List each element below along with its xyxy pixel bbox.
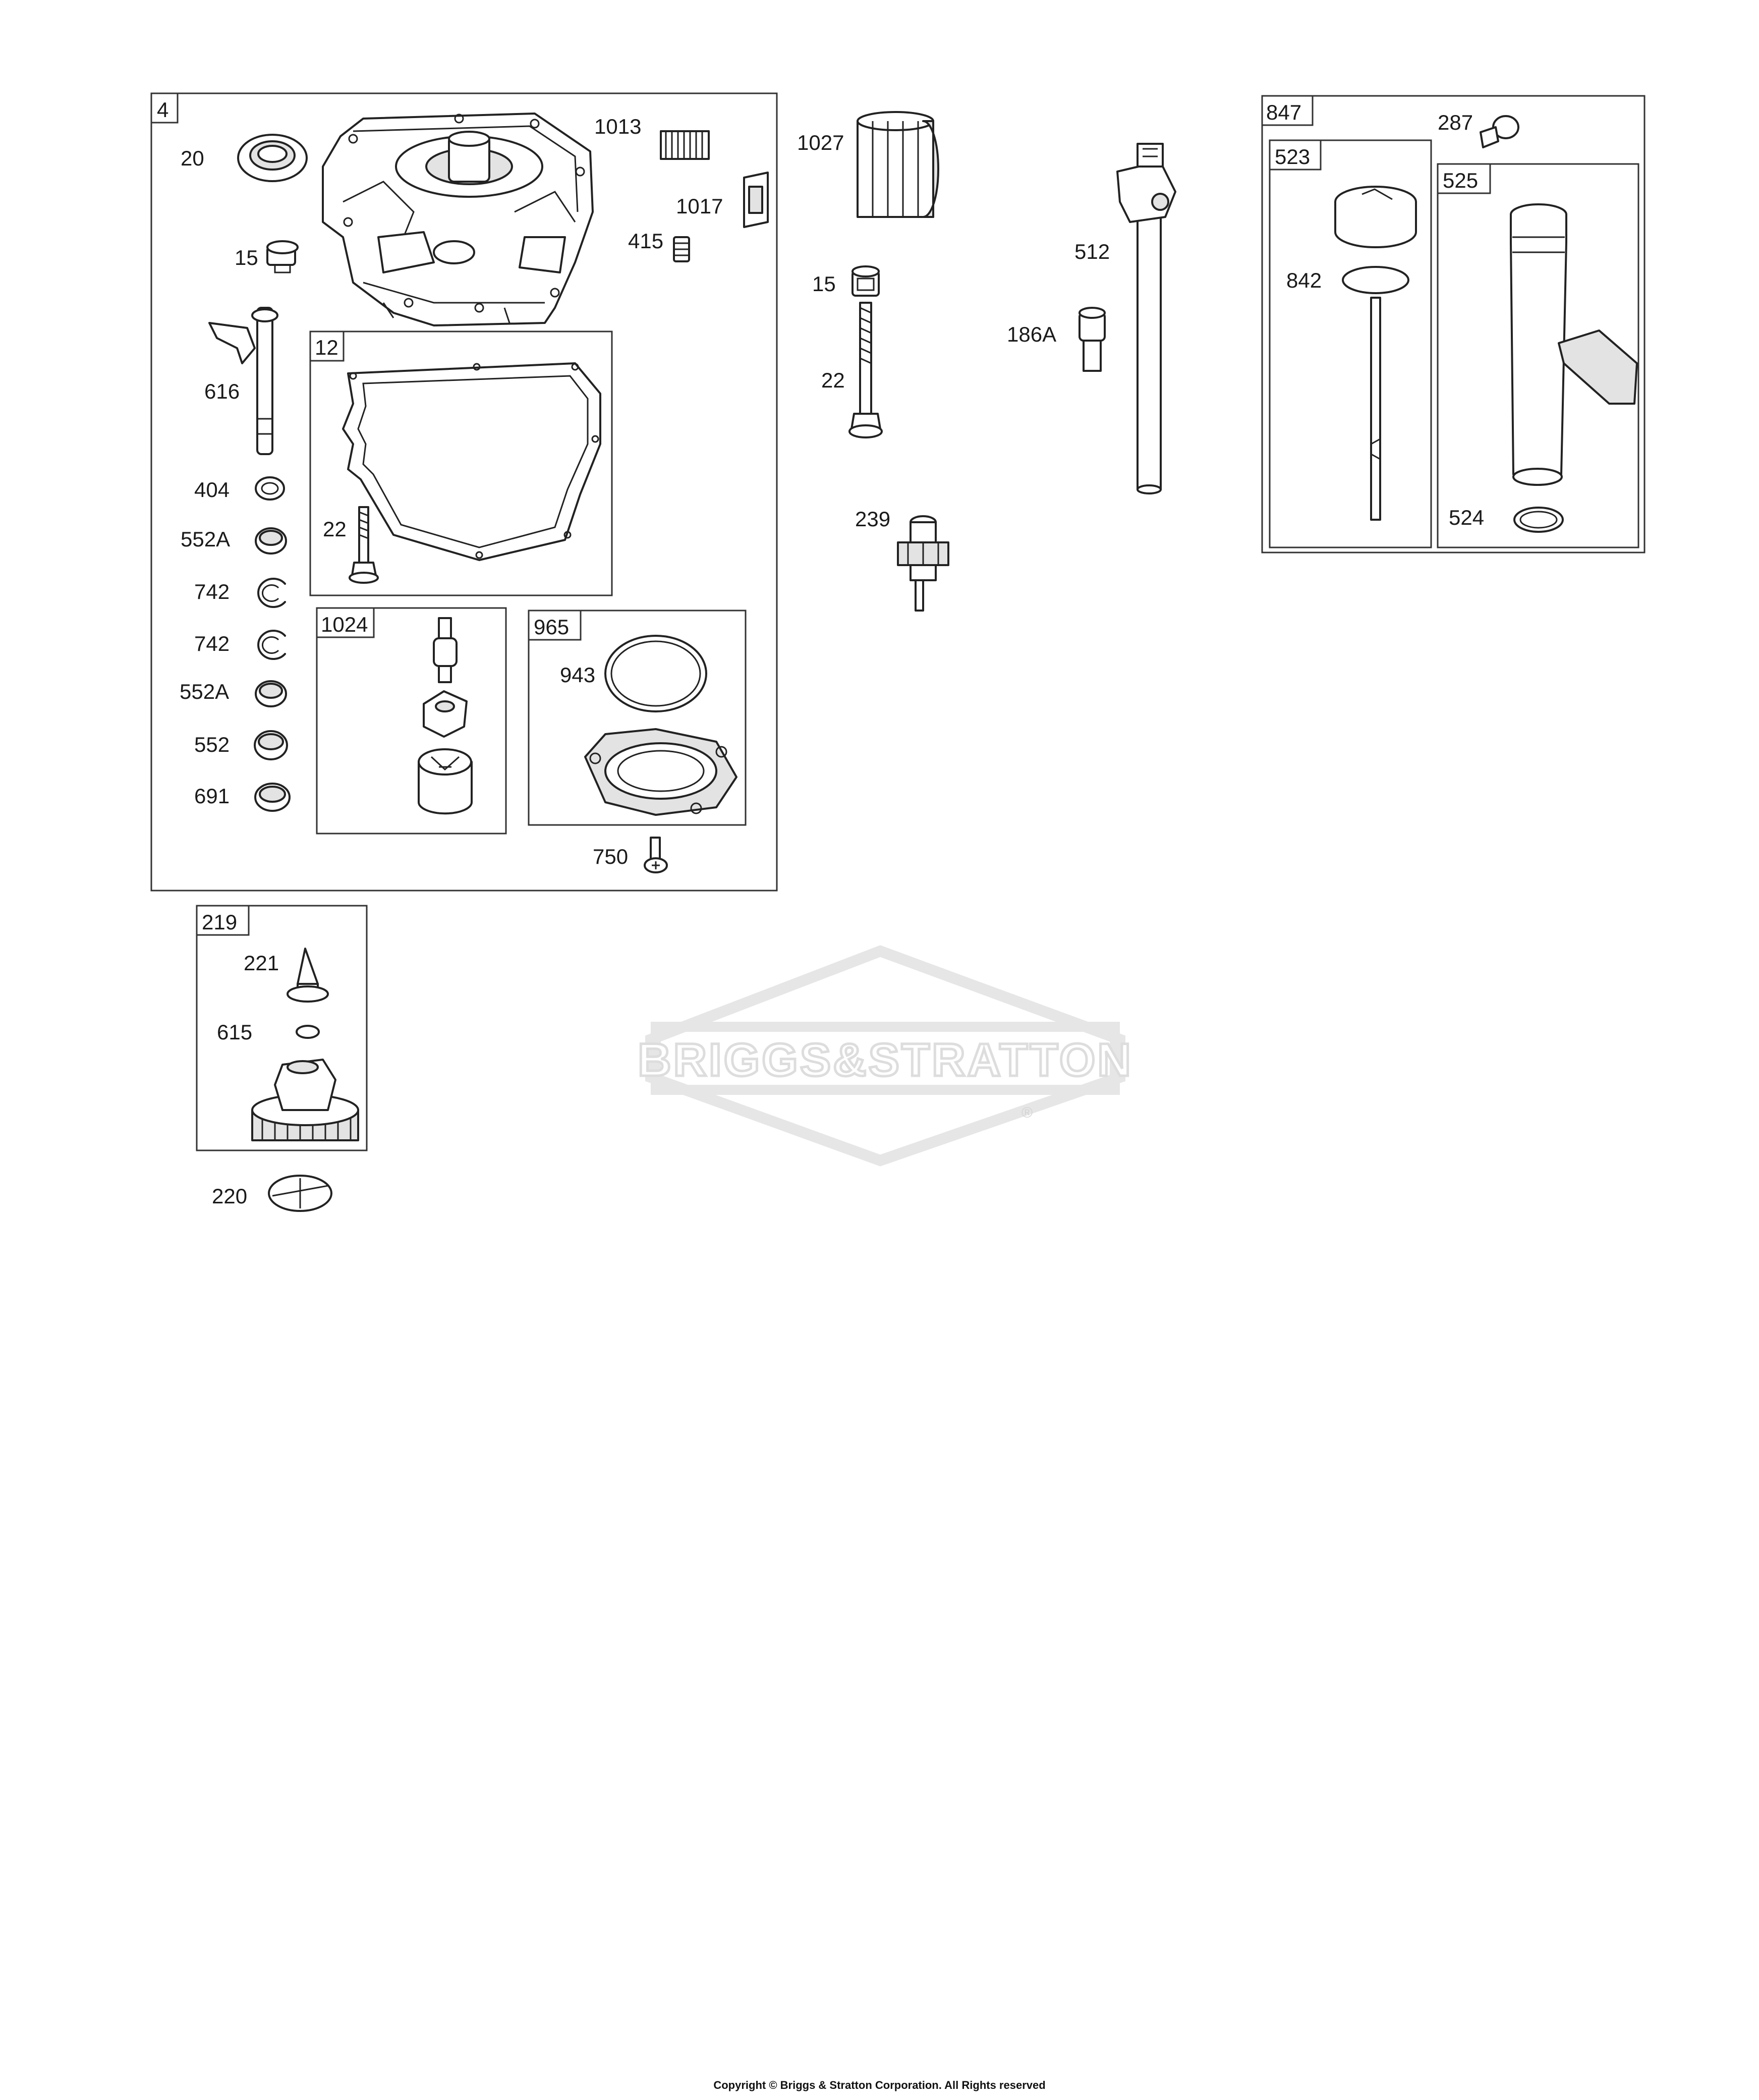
callout-552: 552 — [194, 733, 230, 756]
bolt-part-22-group12[interactable] — [349, 506, 379, 584]
callout-842: 842 — [1286, 268, 1322, 292]
callout-615: 615 — [217, 1020, 252, 1044]
group-847[interactable]: 847 — [1261, 95, 1645, 554]
callout-943: 943 — [560, 663, 595, 687]
brand-watermark: BRIGGS&STRATTON ® — [637, 945, 1133, 1167]
watermark-registered: ® — [1022, 1104, 1033, 1121]
bearing-part-20[interactable] — [237, 134, 308, 182]
callout-287: 287 — [1438, 110, 1473, 134]
callout-15-group4: 15 — [235, 246, 258, 269]
group-525[interactable]: 525 — [1437, 163, 1639, 548]
washer-part-404[interactable] — [255, 476, 285, 501]
sump-housing-illustration[interactable] — [322, 113, 594, 326]
callout-1013: 1013 — [594, 115, 641, 138]
dipstick-part-523[interactable] — [1334, 186, 1417, 521]
copyright-notice: Copyright © Briggs & Stratton Corporatio… — [713, 2079, 1046, 2091]
seal-part-552a-1[interactable] — [255, 527, 287, 555]
callout-415: 415 — [628, 229, 663, 253]
part-415[interactable] — [673, 236, 690, 262]
callout-20: 20 — [181, 146, 204, 170]
callout-552a-2: 552A — [180, 680, 229, 703]
group-4[interactable]: 4 — [150, 92, 778, 892]
callout-1017: 1017 — [676, 194, 723, 218]
group-1024-label: 1024 — [321, 613, 368, 636]
callout-15-loose: 15 — [812, 272, 836, 296]
governor-cup-part-221[interactable] — [287, 948, 329, 1003]
oil-fill-tube-part-525[interactable] — [1510, 203, 1638, 486]
bolt-part-22-loose[interactable] — [848, 302, 883, 438]
callout-1027: 1027 — [797, 131, 844, 154]
oil-pressure-switch-part-239[interactable] — [897, 515, 949, 612]
callout-742-1: 742 — [194, 580, 230, 603]
callout-616: 616 — [204, 379, 240, 403]
part-1017[interactable] — [743, 172, 769, 228]
group-965-label: 965 — [534, 615, 569, 639]
callout-186a: 186A — [1007, 322, 1056, 346]
screw-part-750[interactable] — [644, 837, 668, 873]
o-ring-part-943[interactable] — [604, 635, 707, 712]
governor-gear-illustration[interactable] — [251, 1059, 359, 1141]
screen-part-1013[interactable] — [660, 130, 710, 160]
callout-691: 691 — [194, 784, 230, 808]
governor-shaft-part-616[interactable] — [208, 307, 278, 455]
group-4-label: 4 — [157, 98, 168, 122]
oil-filter-part-1027[interactable] — [857, 111, 939, 218]
callout-750: 750 — [593, 845, 628, 868]
callout-22-loose: 22 — [821, 368, 845, 392]
part-186a[interactable] — [1079, 307, 1106, 372]
callout-404: 404 — [194, 478, 230, 502]
group-219[interactable]: 219 — [196, 905, 368, 1151]
plug-part-15-loose[interactable] — [852, 265, 880, 297]
seal-part-552[interactable] — [254, 730, 288, 760]
dipstick-tube-part-512[interactable] — [1116, 143, 1176, 494]
group-525-label: 525 — [1443, 169, 1478, 192]
callout-221: 221 — [244, 951, 279, 975]
callout-742-2: 742 — [194, 632, 230, 655]
group-847-label: 847 — [1266, 100, 1301, 124]
group-523-label: 523 — [1275, 145, 1310, 169]
gasket-illustration[interactable] — [342, 362, 601, 561]
group-965[interactable]: 965 — [528, 610, 747, 826]
group-12-label: 12 — [315, 336, 338, 359]
group-219-label: 219 — [202, 910, 237, 934]
oil-pump-illustration[interactable] — [418, 617, 473, 815]
group-523[interactable]: 523 — [1269, 139, 1432, 548]
e-ring-part-742-1[interactable] — [257, 578, 286, 608]
plug-part-15[interactable] — [266, 240, 299, 273]
watermark-brand: BRIGGS&STRATTON — [638, 1034, 1133, 1086]
callout-239: 239 — [855, 507, 890, 531]
callout-22-group12: 22 — [323, 517, 347, 541]
seal-part-552a-2[interactable] — [255, 680, 287, 707]
seal-part-691[interactable] — [254, 783, 291, 812]
group-12[interactable]: 12 — [309, 330, 613, 596]
callout-512: 512 — [1074, 240, 1110, 263]
callout-524: 524 — [1449, 506, 1484, 529]
e-ring-part-742-2[interactable] — [257, 630, 286, 660]
callout-552a-1: 552A — [181, 527, 230, 551]
pump-cover-part[interactable] — [584, 728, 737, 816]
group-1024[interactable]: 1024 — [316, 607, 507, 835]
screw-part-287[interactable] — [1480, 115, 1519, 148]
washer-part-220[interactable] — [268, 1175, 332, 1212]
o-ring-part-524[interactable] — [1513, 507, 1564, 533]
ring-part-615[interactable] — [296, 1025, 320, 1039]
callout-220: 220 — [212, 1184, 247, 1208]
